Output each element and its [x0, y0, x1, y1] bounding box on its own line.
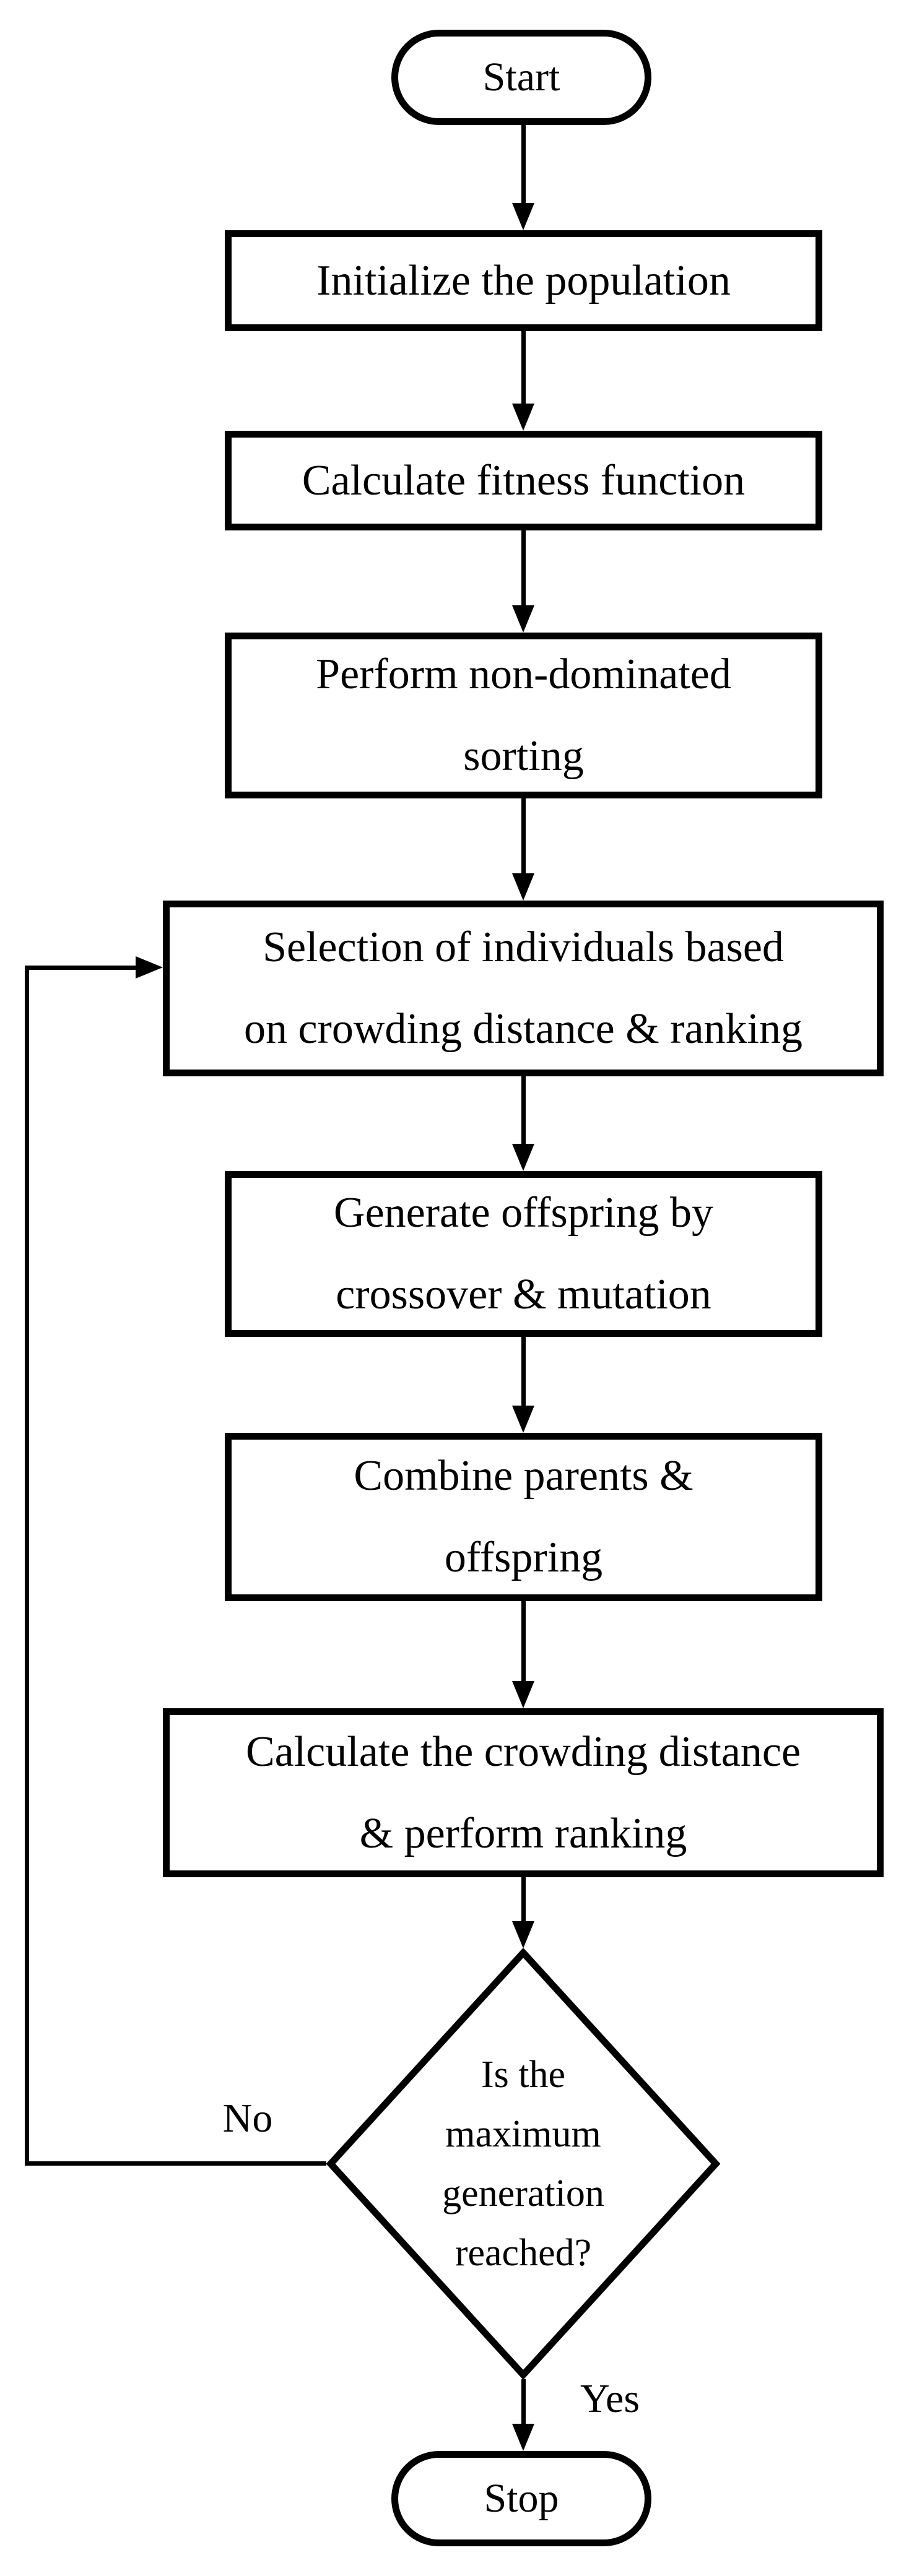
connector-fitness-to-sorting	[521, 530, 526, 607]
node-stop-terminator: Stop	[391, 2451, 651, 2546]
connector-start-to-init	[521, 125, 526, 204]
crowding-label-line1: Calculate the crowding distance	[245, 1727, 801, 1776]
node-max-generation-decision: Is the maximum generation reached?	[326, 1948, 720, 2379]
arrowhead-down-icon	[512, 873, 534, 901]
loop-no-horizontal-bottom	[25, 2161, 326, 2166]
arrowhead-right-icon	[136, 956, 163, 979]
calculate-fitness-label: Calculate fitness function	[302, 456, 746, 504]
offspring-label-line2: crossover & mutation	[336, 1271, 711, 1318]
selection-label-line2: on crowding distance & ranking	[243, 1005, 802, 1053]
arrowhead-down-icon	[512, 1681, 534, 1708]
decision-label-line3: generation	[442, 2172, 604, 2215]
sorting-label-line1: Perform non-dominated	[316, 650, 731, 698]
node-combine-parents-offspring: Combine parents & offspring	[225, 1433, 822, 1601]
decision-diamond-shape	[326, 1948, 720, 2379]
crowding-label-line2: & perform ranking	[359, 1809, 687, 1857]
connector-sorting-to-selection	[521, 798, 526, 875]
start-label: Start	[482, 54, 560, 100]
connector-init-to-fitness	[521, 331, 526, 405]
node-generate-offspring: Generate offspring by crossover & mutati…	[225, 1171, 822, 1337]
initialize-population-label: Initialize the population	[316, 256, 731, 305]
decision-label-line4: reached?	[454, 2232, 592, 2274]
node-nondominated-sorting: Perform non-dominated sorting	[225, 633, 822, 798]
sorting-label-line2: sorting	[463, 732, 584, 780]
offspring-label-line1: Generate offspring by	[334, 1189, 713, 1237]
arrowhead-down-icon	[512, 2424, 534, 2451]
loop-no-horizontal-top	[25, 966, 137, 970]
edge-label-yes: Yes	[580, 2376, 640, 2421]
node-start-terminator: Start	[391, 30, 651, 125]
arrowhead-down-icon	[512, 203, 534, 230]
connector-combine-to-crowding	[521, 1601, 526, 1682]
node-crowding-distance-ranking: Calculate the crowding distance & perfor…	[163, 1708, 884, 1877]
arrowhead-down-icon	[512, 1144, 534, 1171]
decision-label-line2: maximum	[445, 2113, 601, 2155]
arrowhead-down-icon	[512, 404, 534, 431]
combine-label-line2: offspring	[444, 1534, 603, 1581]
connector-offspring-to-combine	[521, 1337, 526, 1407]
arrowhead-down-icon	[512, 1921, 534, 1948]
decision-label-line1: Is the	[481, 2054, 566, 2096]
arrowhead-down-icon	[512, 1406, 534, 1433]
selection-label-line1: Selection of individuals based	[263, 923, 784, 971]
stop-label: Stop	[484, 2476, 559, 2521]
node-calculate-fitness: Calculate fitness function	[225, 431, 822, 530]
edge-label-no: No	[222, 2096, 273, 2141]
connector-decision-to-stop	[521, 2379, 526, 2425]
arrowhead-down-icon	[512, 605, 534, 633]
loop-no-vertical	[25, 966, 29, 2166]
connector-selection-to-offspring	[521, 1076, 526, 1145]
node-initialize-population: Initialize the population	[225, 230, 822, 331]
connector-crowding-to-decision	[521, 1877, 526, 1922]
node-selection-individuals: Selection of individuals based on crowdi…	[163, 901, 884, 1076]
combine-label-line1: Combine parents &	[354, 1452, 694, 1500]
